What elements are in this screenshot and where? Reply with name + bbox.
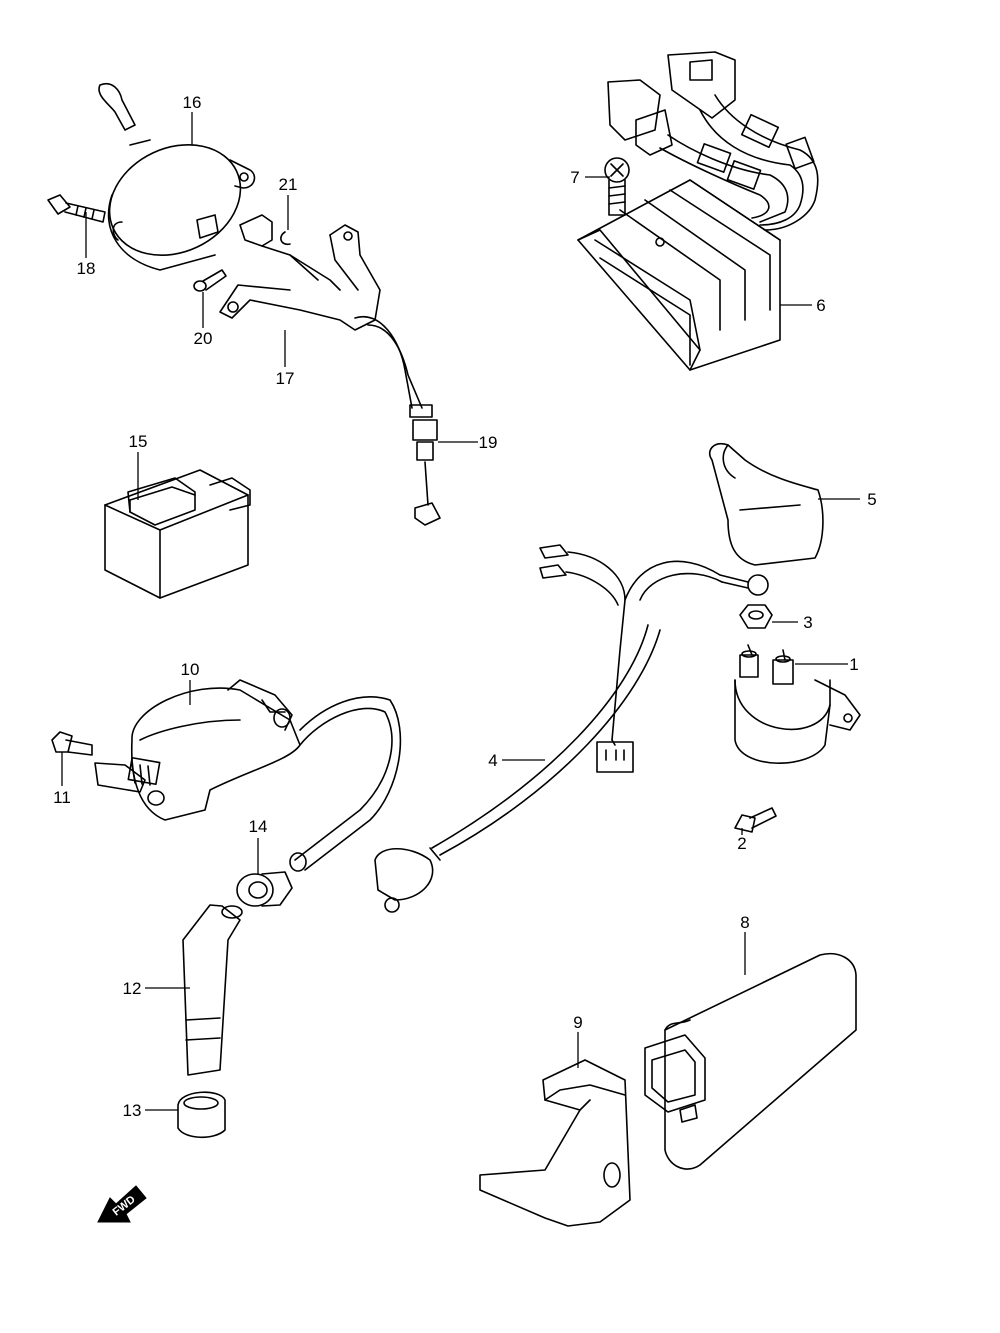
callout-16: 16 — [183, 93, 202, 112]
callout-20: 20 — [194, 329, 213, 348]
horn-assembly[interactable] — [91, 82, 258, 276]
callout-17: 17 — [276, 369, 295, 388]
brake-switch-cable[interactable] — [289, 254, 441, 526]
relay-screw[interactable] — [734, 807, 777, 833]
regulator-rectifier[interactable] — [577, 51, 819, 371]
callout-15: 15 — [129, 432, 148, 451]
spark-plug-cap[interactable] — [182, 904, 243, 1076]
callout-12: 12 — [123, 979, 142, 998]
leader-lines — [61, 112, 860, 1111]
callout-5: 5 — [867, 490, 876, 509]
retaining-clip[interactable] — [280, 231, 291, 246]
wiring-harness[interactable] — [374, 544, 769, 913]
callout-2: 2 — [737, 834, 746, 853]
regulator-screw[interactable] — [604, 157, 630, 216]
callout-4: 4 — [488, 751, 497, 770]
callout-10: 10 — [181, 660, 200, 679]
callout-8: 8 — [740, 913, 749, 932]
callout-11: 11 — [53, 788, 71, 807]
forward-arrow-icon: FWD — [97, 1185, 147, 1223]
terminal-nut[interactable] — [739, 604, 773, 629]
plug-cap-seal[interactable] — [236, 871, 293, 907]
ignition-control-unit[interactable] — [644, 953, 857, 1170]
terminal-cover[interactable] — [708, 442, 824, 566]
callout-3: 3 — [803, 613, 812, 632]
starter-relay[interactable] — [734, 644, 861, 764]
mounting-bracket[interactable] — [219, 214, 381, 331]
callout-14: 14 — [249, 817, 268, 836]
callout-7: 7 — [570, 168, 579, 187]
callout-9: 9 — [573, 1013, 582, 1032]
callout-1: 1 — [849, 655, 858, 674]
horn-bolt[interactable] — [47, 194, 106, 223]
callout-13: 13 — [123, 1101, 142, 1120]
coil-screw[interactable] — [51, 731, 93, 756]
callout-21: 21 — [279, 175, 298, 194]
callout-18: 18 — [77, 259, 96, 278]
callout-6: 6 — [816, 296, 825, 315]
cap-boot-ring[interactable] — [177, 1091, 226, 1139]
callout-19: 19 — [479, 433, 498, 452]
ignition-coil[interactable] — [94, 679, 402, 872]
relay-unit[interactable] — [104, 469, 251, 599]
callout-labels: 16 21 18 20 17 19 15 7 6 5 3 1 4 2 10 11… — [53, 93, 877, 1120]
control-unit-holder[interactable] — [479, 1059, 631, 1227]
bracket-pin[interactable] — [193, 269, 227, 292]
